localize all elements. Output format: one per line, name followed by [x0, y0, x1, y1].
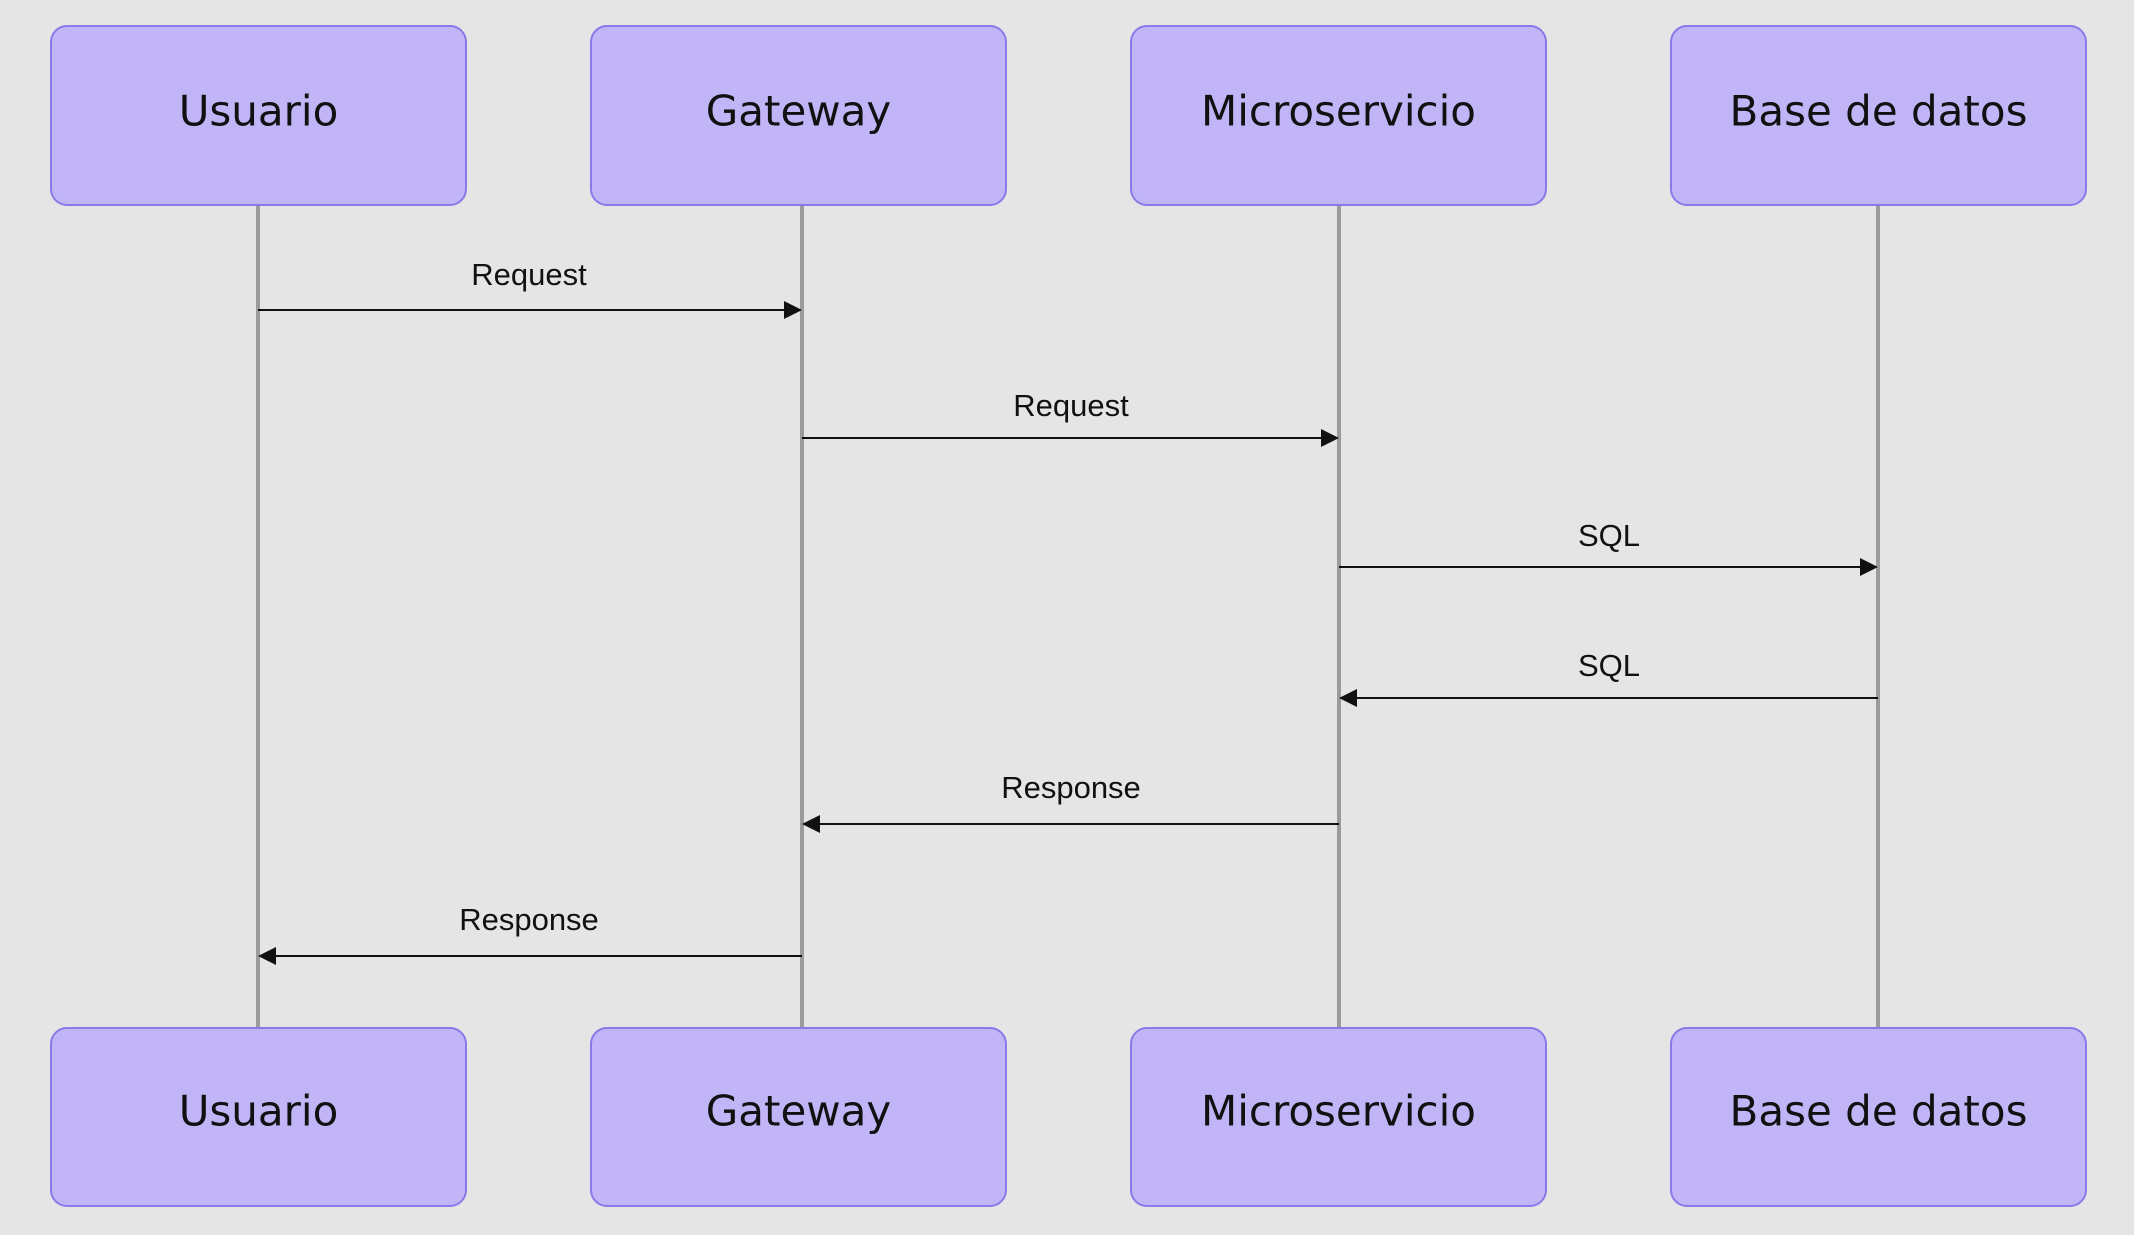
participant-label: Gateway	[706, 1087, 892, 1136]
message-3: SQL	[1339, 518, 1878, 576]
participant-bottom-usuario[interactable]: Usuario	[50, 1027, 467, 1207]
message-1: Request	[258, 257, 802, 319]
participant-top-usuario[interactable]: Usuario	[50, 25, 467, 206]
arrowhead-right-icon	[1321, 429, 1339, 447]
message-4: SQL	[1339, 648, 1878, 707]
message-label: Response	[459, 902, 599, 937]
participant-label: Microservicio	[1201, 87, 1476, 136]
participant-label: Base de datos	[1730, 1087, 2028, 1136]
lifelines	[256, 205, 1880, 1028]
participant-label: Microservicio	[1201, 1087, 1476, 1136]
arrowhead-left-icon	[258, 947, 276, 965]
participant-top-gateway[interactable]: Gateway	[590, 25, 1007, 206]
participant-top-microservicio[interactable]: Microservicio	[1130, 25, 1547, 206]
message-label: Response	[1001, 770, 1141, 805]
message-6: Response	[258, 902, 802, 965]
message-label: SQL	[1578, 518, 1640, 553]
participant-label: Usuario	[179, 1087, 339, 1136]
arrowhead-right-icon	[784, 301, 802, 319]
message-label: Request	[1013, 388, 1129, 423]
message-5: Response	[802, 770, 1339, 833]
participant-bottom-base-de-datos[interactable]: Base de datos	[1670, 1027, 2087, 1207]
participant-label: Base de datos	[1730, 87, 2028, 136]
participant-label: Usuario	[179, 87, 339, 136]
arrowhead-left-icon	[802, 815, 820, 833]
arrowhead-right-icon	[1860, 558, 1878, 576]
participant-label: Gateway	[706, 87, 892, 136]
message-label: Request	[471, 257, 587, 292]
participant-bottom-microservicio[interactable]: Microservicio	[1130, 1027, 1547, 1207]
arrowhead-left-icon	[1339, 689, 1357, 707]
message-2: Request	[802, 388, 1339, 447]
participant-bottom-gateway[interactable]: Gateway	[590, 1027, 1007, 1207]
message-label: SQL	[1578, 648, 1640, 683]
participant-top-base-de-datos[interactable]: Base de datos	[1670, 25, 2087, 206]
